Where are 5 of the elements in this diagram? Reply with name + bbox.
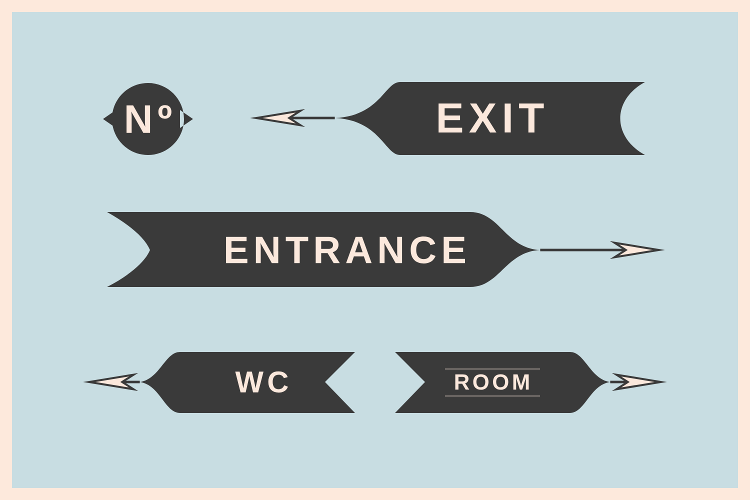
round-sign: Nº bbox=[103, 83, 193, 155]
entrance-banner: ENTRANCE bbox=[107, 212, 540, 287]
wc-banner: WC bbox=[140, 352, 355, 413]
room-banner: ROOM bbox=[395, 352, 610, 413]
exit-banner: EXIT bbox=[335, 82, 645, 155]
